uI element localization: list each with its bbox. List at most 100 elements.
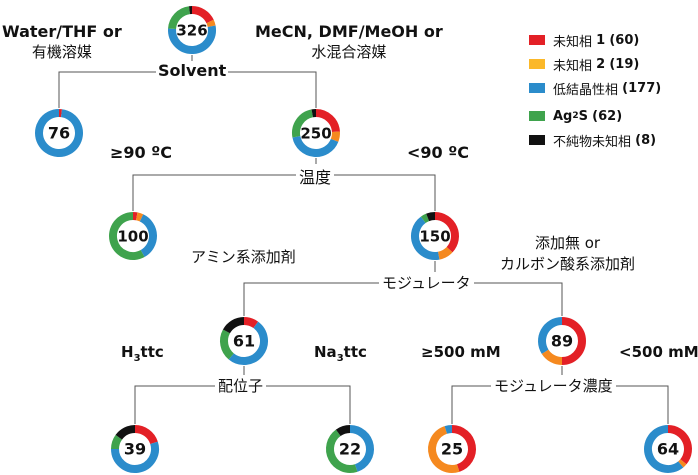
donut-solvent_left: 76 [34,108,84,158]
legend-label: 低結晶性相 [553,82,619,98]
donut-slice-unknown2 [541,349,563,365]
donut-root: 326 [167,5,217,55]
conc-low-label: <500 mM [619,343,698,361]
donut-na3ttc: 22 [325,424,375,474]
legend-swatch [529,135,545,145]
donut-slice-ag2s [111,434,123,450]
donut-slice-unknown2 [135,212,144,222]
legend-swatch [529,83,545,93]
left-solvent-label: Water/THF or 有機溶媒 [2,22,122,61]
donut-slice-unknown2 [678,459,687,468]
conc-high-label: ≥500 mM [421,343,501,361]
legend-count: (62) [592,108,623,124]
donut-total: 39 [124,440,146,459]
no-additive-label: 添加無 or カルボン酸系添加剤 [500,234,636,273]
legend-num: 2 [596,56,606,72]
tree-connector [132,158,317,211]
donut-slice-ag2s [326,429,358,473]
legend-swatch [529,111,545,121]
temp-high-label: ≥90 ºC [110,143,173,162]
donut-conc_high: 25 [427,424,477,474]
donut-slice-ag2s [168,6,191,30]
temp-split-label: 温度 [296,164,335,188]
donut-amine: 61 [219,316,269,366]
legend-swatch [529,35,545,45]
tree-connector [244,385,351,424]
donut-total: 250 [300,125,331,143]
ligand-split-label: 配位子 [215,375,267,396]
donut-slice-lowcrys [538,317,563,354]
donut-total: 64 [657,440,679,459]
donut-slice-unknown2 [206,19,216,28]
amine-label: アミン系添加剤 [191,248,296,266]
legend-label: S [578,108,589,124]
donut-total: 61 [233,332,255,351]
legend-num: 1 [596,32,606,48]
donut-total: 25 [441,440,463,459]
donut-total: 326 [176,22,207,40]
donut-total: 150 [419,228,450,246]
donut-total: 100 [117,228,148,246]
donut-slice-lowcrys [228,321,268,365]
donut-temp_low: 150 [410,211,460,261]
donut-slice-ag2s [292,109,314,138]
donut-slice-lowcrys [349,425,374,472]
legend-label: 不純物未知相 [553,134,632,150]
donut-solvent_right: 250 [291,108,341,158]
legend-count: (60) [609,32,640,48]
modulator-conc-split-label: モジュレータ濃度 [491,375,616,396]
donut-slice-unknown1 [315,109,340,133]
donut-slice-unknown1 [134,425,158,445]
donut-slice-unknown1 [434,212,459,253]
legend-sub: 2 [572,111,579,121]
donut-slice-ag2s [420,213,430,224]
donut-slice-unknown1 [451,425,476,472]
donut-slice-impure [115,425,136,440]
donut-slice-impure [335,425,351,437]
legend-item-unknown2: 未知相 2 (19) [529,52,661,76]
donut-slice-unknown1 [191,6,214,24]
tree-connector [316,174,436,211]
legend-item-lowcrys: 低結晶性相 (177) [529,76,661,100]
legend-label: 未知相 [553,34,593,50]
donut-slice-lowcrys [644,425,684,473]
donut-total: 22 [339,440,361,459]
temp-low-label: <90 ºC [407,143,470,162]
legend-item-unknown1: 未知相 1 (60) [529,28,661,52]
donut-slice-lowcrys [139,214,157,258]
modulator-split-label: モジュレータ [379,272,474,293]
donut-slice-lowcrys [111,441,159,473]
legend-count: (8) [635,132,657,148]
donut-slice-lowcrys [444,425,453,434]
donut-slice-impure [426,212,436,222]
donut-slice-unknown2 [330,131,340,142]
legend-count: (177) [622,80,662,96]
h3ttc-label: H3ttc [121,343,164,364]
donut-slice-unknown1 [243,317,259,329]
na3ttc-label: Na3ttc [314,343,367,364]
donut-slice-impure [222,317,245,334]
legend-count: (19) [609,56,640,72]
donut-temp_high: 100 [108,211,158,261]
donut-slice-unknown1 [561,317,586,365]
tree-connector [435,282,563,316]
donut-slice-unknown1 [667,425,692,465]
tree-connector [192,71,317,108]
donut-slice-lowcrys [35,109,83,157]
legend-swatch [529,59,545,69]
donut-slice-unknown2 [428,426,460,473]
legend-item-impure: 不純物未知相 (8) [529,128,661,152]
donut-slice-ag2s [220,329,235,360]
donut-slice-unknown2 [437,246,453,260]
donut-slice-ag2s [109,212,145,260]
donut-h3ttc: 39 [110,424,160,474]
donut-slice-lowcrys [411,216,440,260]
donut-slice-lowcrys [292,135,339,157]
donut-slice-lowcrys [168,25,216,54]
donut-total: 76 [48,124,70,143]
legend-label: Ag [553,108,573,124]
right-solvent-label: MeCN, DMF/MeOH or 水混合溶媒 [255,22,443,61]
